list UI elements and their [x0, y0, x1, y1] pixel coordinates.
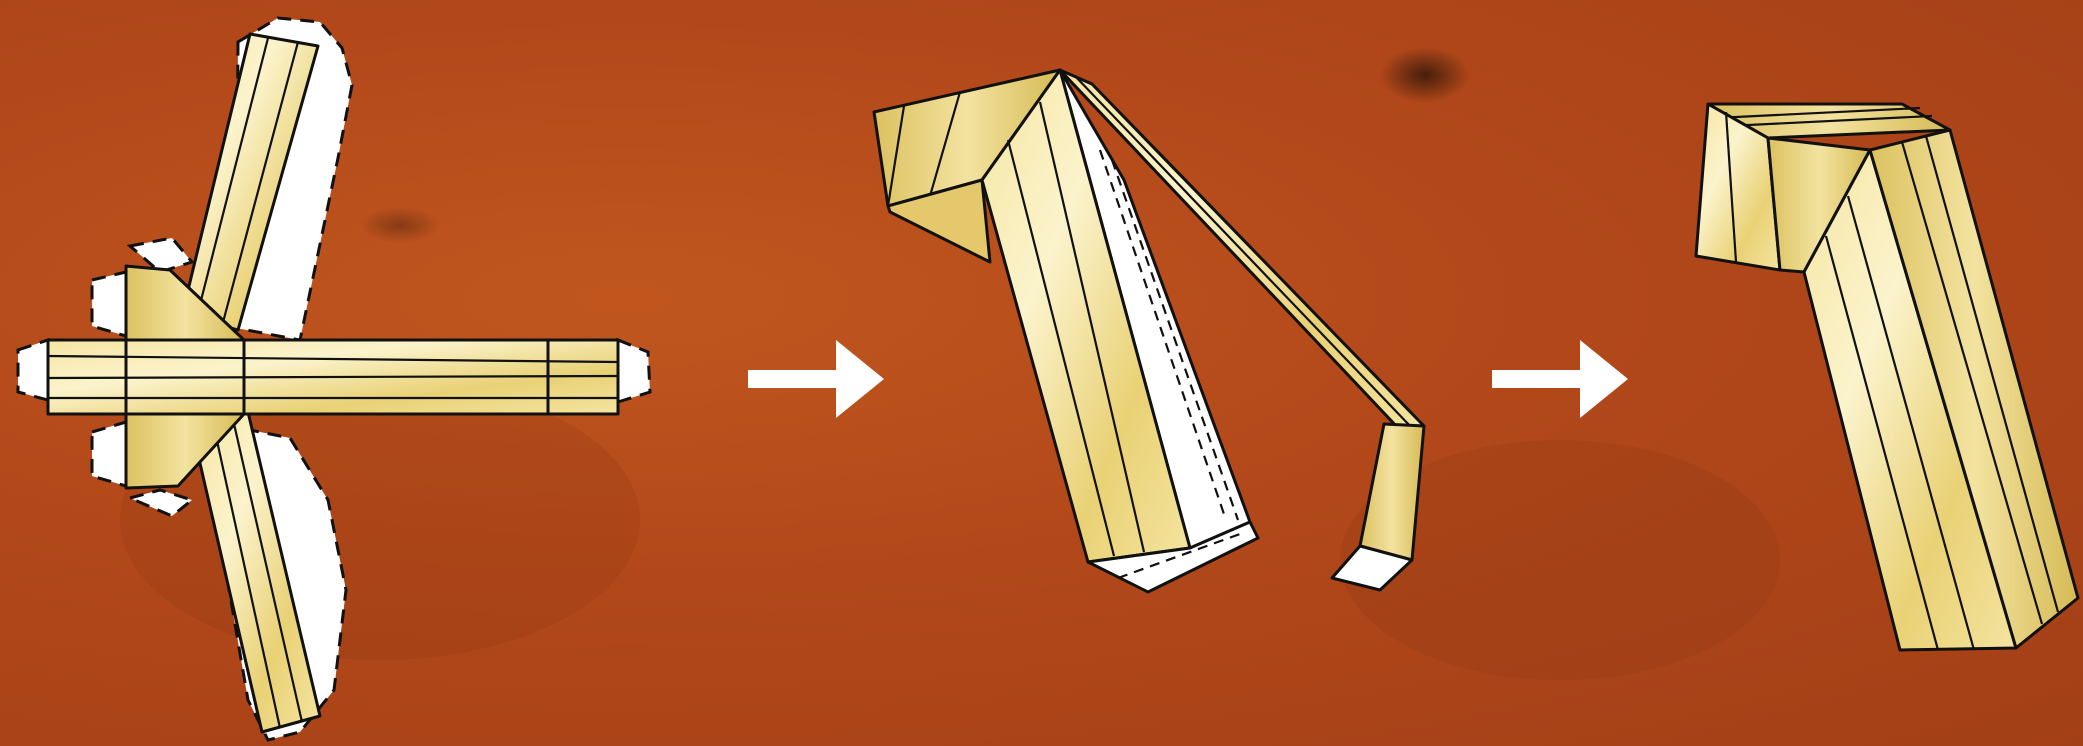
unfolded-net: [18, 18, 650, 740]
glue-tab: [92, 422, 126, 486]
folding-in-progress: [874, 70, 1424, 592]
glue-tab: [92, 272, 126, 336]
glue-tab: [18, 340, 48, 400]
stain-mark: [360, 207, 440, 243]
glue-tab: [618, 340, 650, 402]
right-arrow-icon: [748, 340, 884, 418]
folding-flap-end: [1360, 424, 1424, 560]
stain-mark: [1380, 47, 1470, 103]
right-arrow-icon: [1492, 340, 1628, 418]
